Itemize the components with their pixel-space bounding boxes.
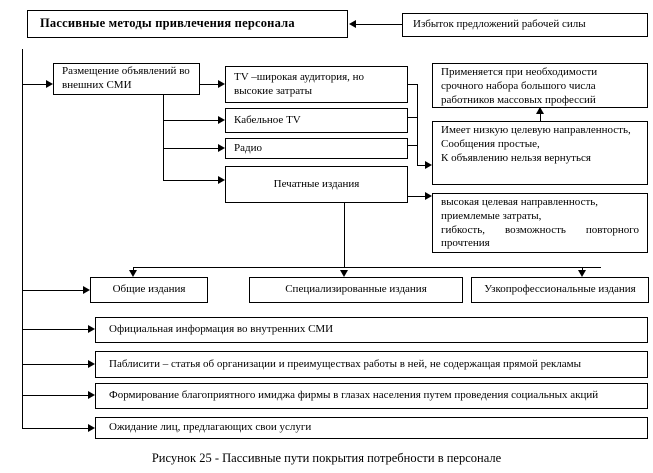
cause-box: Избыток предложений рабочей силы: [402, 13, 648, 37]
arrowhead-right-icon: [218, 80, 225, 88]
arrowhead-down-icon: [578, 270, 586, 277]
connector-to-low-note: [417, 165, 426, 166]
note-line: гибкость, возможность повторного прочтен…: [441, 223, 639, 250]
row-image-building: Формирование благоприятного имиджа фирмы…: [95, 383, 648, 409]
arrowhead-right-icon: [88, 424, 95, 432]
note-line: Сообщения простые,: [441, 137, 540, 150]
arrowhead-right-icon: [425, 161, 432, 169]
note-high-targeting: высокая целевая направленность, приемлем…: [432, 193, 648, 253]
arrowhead-right-icon: [218, 176, 225, 184]
connector-editions-bus: [133, 267, 601, 268]
arrowhead-left-icon: [349, 20, 356, 28]
connector-right-collector: [417, 84, 418, 166]
connector-spine-row2: [23, 364, 89, 365]
connector-external-to-tv: [200, 84, 219, 85]
connector-external-drop: [163, 94, 164, 181]
row-waiting-applicants: Ожидание лиц, предлагающих свои услуги: [95, 417, 648, 439]
arrowhead-right-icon: [46, 80, 53, 88]
connector-stub: [582, 267, 583, 271]
node-tv: TV –широкая аудитория, но высокие затрат…: [225, 66, 408, 103]
arrowhead-down-icon: [340, 270, 348, 277]
node-cable-tv: Кабельное TV: [225, 108, 408, 133]
connector-low-to-mass: [540, 114, 541, 121]
connector-stub: [133, 267, 134, 271]
connector-to-radio: [163, 148, 219, 149]
node-specialized-editions: Специализированные издания: [249, 277, 463, 303]
node-print-media: Печатные издания: [225, 166, 408, 203]
arrowhead-right-icon: [218, 144, 225, 152]
arrowhead-down-icon: [129, 270, 137, 277]
connector-spine-row3: [23, 395, 89, 396]
connector-tv-right: [408, 84, 418, 85]
connector-spine-row4: [23, 428, 89, 429]
connector-spine-to-external: [23, 84, 47, 85]
note-mass-professions: Применяется при необходимости срочного н…: [432, 63, 648, 108]
arrowhead-right-icon: [218, 116, 225, 124]
connector-to-cable: [163, 120, 219, 121]
arrowhead-right-icon: [88, 360, 95, 368]
title-box: Пассивные методы привлечения персонала: [27, 10, 348, 38]
connector-radio-right: [408, 145, 418, 146]
connector-cause-line: [356, 24, 402, 25]
arrowhead-right-icon: [83, 286, 90, 294]
connector-left-spine: [22, 49, 23, 429]
node-external-media: Размещение объявлений во внешних СМИ: [53, 63, 200, 95]
connector-spine-row1: [23, 329, 89, 330]
connector-to-print: [163, 180, 219, 181]
figure-caption: Рисунок 25 - Пассивные пути покрытия пот…: [151, 451, 502, 465]
note-line: К объявлению нельзя вернуться: [441, 151, 591, 164]
row-publicity: Паблисити – статья об организации и преи…: [95, 351, 648, 378]
note-line: высокая целевая направленность,: [441, 196, 599, 208]
arrowhead-right-icon: [425, 192, 432, 200]
node-general-editions: Общие издания: [90, 277, 208, 303]
arrowhead-right-icon: [88, 325, 95, 333]
note-line: приемлемые затраты,: [441, 209, 542, 222]
node-radio: Радио: [225, 138, 408, 159]
arrowhead-right-icon: [88, 391, 95, 399]
connector-print-to-high-note: [408, 196, 426, 197]
row-internal-media: Официальная информация во внутренних СМИ: [95, 317, 648, 343]
connector-print-drop: [344, 202, 345, 268]
connector-spine-to-general: [23, 290, 84, 291]
connector-cable-right: [408, 117, 418, 118]
arrowhead-up-icon: [536, 107, 544, 114]
node-professional-editions: Узкопрофессиональные издания: [471, 277, 649, 303]
note-low-targeting: Имеет низкую целевую направленность, Соо…: [432, 121, 648, 185]
note-line: Имеет низкую целевую направленность,: [441, 124, 631, 136]
